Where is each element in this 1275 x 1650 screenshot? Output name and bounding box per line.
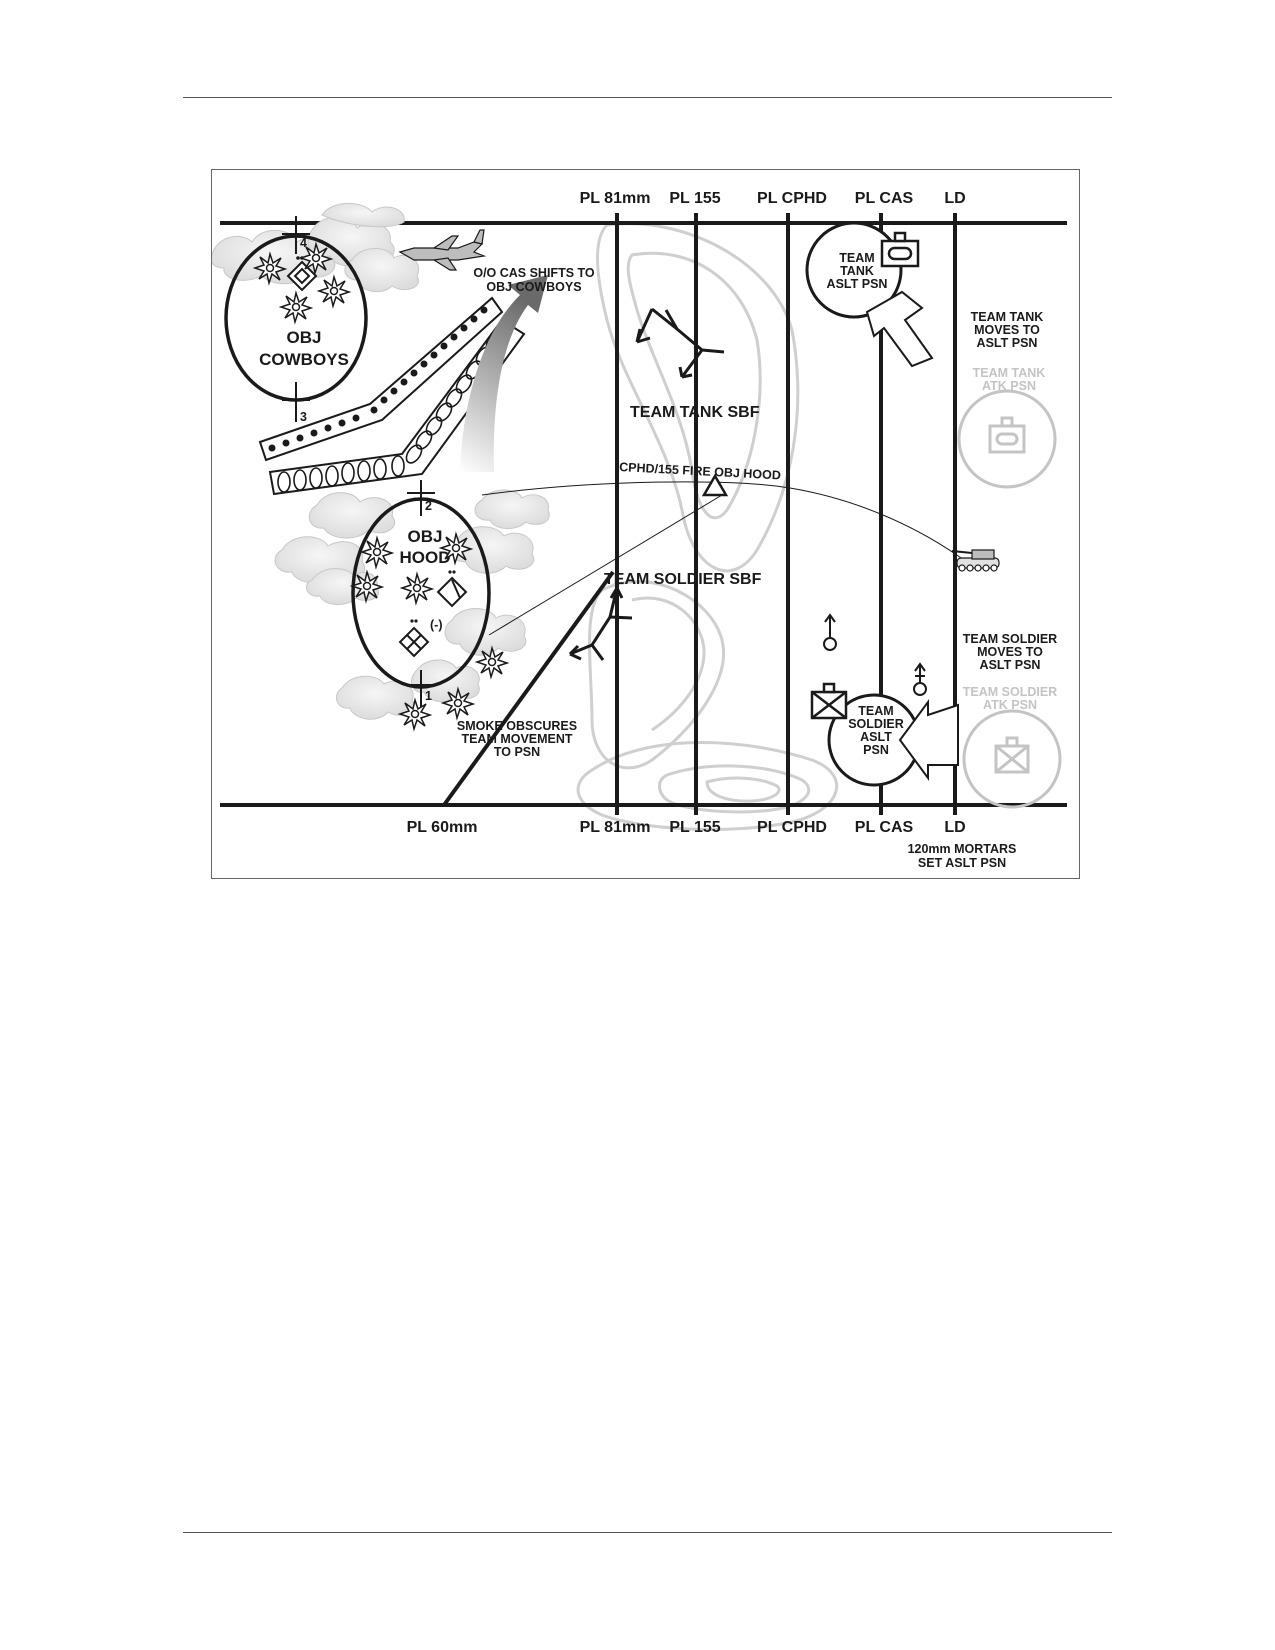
enemy-diamond-icon xyxy=(436,576,468,608)
tactical-overlay-figure: PL 81mm PL 155 PL CPHD PL CAS LD PL 60mm… xyxy=(211,169,1080,879)
ld-bottom-label: LD xyxy=(944,819,965,836)
fire-obj-hood-label: CPHD/155 FIRE OBJ HOOD xyxy=(619,460,781,482)
smoke-annotation: SMOKE OBSCURES TEAM MOVEMENT TO PSN xyxy=(457,719,577,759)
team-soldier-atk-psn-annotation: TEAM SOLDIER ATK PSN xyxy=(963,685,1057,712)
explosion-icon xyxy=(298,241,334,276)
obj-cowboys-label-line2: COWBOYS xyxy=(259,350,349,369)
target-point-4: 4 xyxy=(300,236,307,250)
header-rule xyxy=(183,97,1112,98)
svg-text:ATK PSN: ATK PSN xyxy=(982,379,1036,393)
svg-text:SET ASLT PSN: SET ASLT PSN xyxy=(918,856,1006,870)
target-point-3: 3 xyxy=(300,410,307,424)
svg-text:TEAM TANK: TEAM TANK xyxy=(971,310,1044,324)
svg-text:ASLT: ASLT xyxy=(860,730,892,744)
svg-text:ASLT PSN: ASLT PSN xyxy=(827,277,888,291)
team-soldier-aslt-psn: TEAM SOLDIER ASLT PSN xyxy=(827,693,921,787)
svg-text:TEAM: TEAM xyxy=(858,704,893,718)
explosion-icon xyxy=(359,535,395,570)
target-point-1: 1 xyxy=(425,689,432,703)
obj-hood: 2 1 OBJ HOOD (-) xyxy=(351,480,491,708)
pl-cphd-top-label: PL CPHD xyxy=(757,190,827,207)
svg-text:MOVES TO: MOVES TO xyxy=(977,645,1043,659)
explosion-icons xyxy=(252,241,510,732)
explosion-icon xyxy=(316,274,352,309)
svg-text:ASLT PSN: ASLT PSN xyxy=(977,336,1038,350)
explosion-icon xyxy=(278,290,314,325)
team-soldier-atk-psn xyxy=(962,709,1062,809)
team-tank-moves-annotation: TEAM TANK MOVES TO ASLT PSN xyxy=(971,310,1044,350)
explosion-icon xyxy=(440,686,476,721)
target-point-2: 2 xyxy=(425,499,432,513)
cas-shift-annotation: O/O CAS SHIFTS TO OBJ COWBOYS xyxy=(473,266,595,294)
pl-81mm-top-label: PL 81mm xyxy=(580,190,651,207)
svg-text:TO PSN: TO PSN xyxy=(494,745,540,759)
team-soldier-sbf-label: TEAM SOLDIER SBF xyxy=(604,571,762,588)
fire-support-triangle-icon xyxy=(701,473,729,497)
svg-text:O/O CAS SHIFTS TO: O/O CAS SHIFTS TO xyxy=(473,266,595,280)
fire-arc-line xyxy=(481,481,965,561)
phase-line-labels-top: PL 81mm PL 155 PL CPHD PL CAS LD xyxy=(580,190,966,207)
team-tank-atk-psn-annotation: TEAM TANK ATK PSN xyxy=(973,366,1046,393)
explosion-icon xyxy=(399,571,435,606)
svg-text:120mm MORTARS: 120mm MORTARS xyxy=(908,842,1017,856)
obj-cowboys-label-line1: OBJ xyxy=(287,328,322,347)
team-soldier-sbf-symbol xyxy=(568,587,633,661)
soldier-move-arrow xyxy=(898,698,959,782)
cas-shift-arrow xyxy=(460,275,548,472)
svg-text:TEAM MOVEMENT: TEAM MOVEMENT xyxy=(461,732,572,746)
svg-text:OBJ COWBOYS: OBJ COWBOYS xyxy=(486,280,581,294)
svg-text:ASLT PSN: ASLT PSN xyxy=(980,658,1041,672)
tank-move-arrow xyxy=(865,290,934,368)
jet-aircraft-icon xyxy=(398,229,487,271)
team-tank-sbf-symbol xyxy=(635,307,725,379)
ld-top-label: LD xyxy=(944,190,965,207)
obj-hood-label-line1: OBJ xyxy=(408,527,443,546)
pl-cas-top-label: PL CAS xyxy=(855,190,914,207)
tank-unit-icon xyxy=(880,231,920,268)
svg-text:TANK: TANK xyxy=(840,264,874,278)
svg-text:SMOKE OBSCURES: SMOKE OBSCURES xyxy=(457,719,577,733)
svg-text:MOVES TO: MOVES TO xyxy=(974,323,1040,337)
team-soldier-moves-annotation: TEAM SOLDIER MOVES TO ASLT PSN xyxy=(963,632,1057,672)
explosion-icon xyxy=(252,251,288,286)
howitzer-icon xyxy=(951,549,1000,572)
unit-designation-label: (-) xyxy=(430,618,443,632)
pl-60mm-label: PL 60mm xyxy=(407,819,478,836)
pl-155-bottom-label: PL 155 xyxy=(669,819,720,836)
enemy-diamond-icon xyxy=(398,626,430,658)
pl-cas-bottom-label: PL CAS xyxy=(855,819,914,836)
svg-text:TEAM: TEAM xyxy=(839,251,874,265)
enemy-diamond-icon xyxy=(286,260,318,292)
footer-rule xyxy=(183,1532,1112,1533)
mortar-icon xyxy=(823,613,837,651)
pl-81mm-bottom-label: PL 81mm xyxy=(580,819,651,836)
explosion-icon xyxy=(349,569,385,604)
team-tank-sbf-label: TEAM TANK SBF xyxy=(630,404,760,421)
svg-text:TEAM SOLDIER: TEAM SOLDIER xyxy=(963,685,1057,699)
svg-text:TEAM TANK: TEAM TANK xyxy=(973,366,1046,380)
pl-155-top-label: PL 155 xyxy=(669,190,720,207)
team-tank-aslt-psn: TEAM TANK ASLT PSN xyxy=(805,221,903,319)
explosion-icon xyxy=(438,531,474,566)
mortars-annotation: 120mm MORTARS SET ASLT PSN xyxy=(908,842,1017,870)
svg-text:ATK PSN: ATK PSN xyxy=(983,698,1037,712)
obj-hood-label-line2: HOOD xyxy=(400,548,451,567)
pl-cphd-bottom-label: PL CPHD xyxy=(757,819,827,836)
obj-cowboys: 4 3 OBJ COWBOYS xyxy=(224,216,368,424)
mortar-icon xyxy=(913,662,927,696)
explosion-icon xyxy=(474,645,510,680)
fire-line xyxy=(488,494,723,636)
infantry-unit-icon xyxy=(810,682,848,720)
svg-text:PSN: PSN xyxy=(863,743,889,757)
phase-line-labels-bottom: PL 60mm PL 81mm PL 155 PL CPHD PL CAS LD xyxy=(407,819,966,836)
team-tank-atk-psn xyxy=(957,389,1057,489)
explosion-icon xyxy=(397,697,433,732)
svg-text:SOLDIER: SOLDIER xyxy=(848,717,904,731)
svg-text:TEAM SOLDIER: TEAM SOLDIER xyxy=(963,632,1057,646)
